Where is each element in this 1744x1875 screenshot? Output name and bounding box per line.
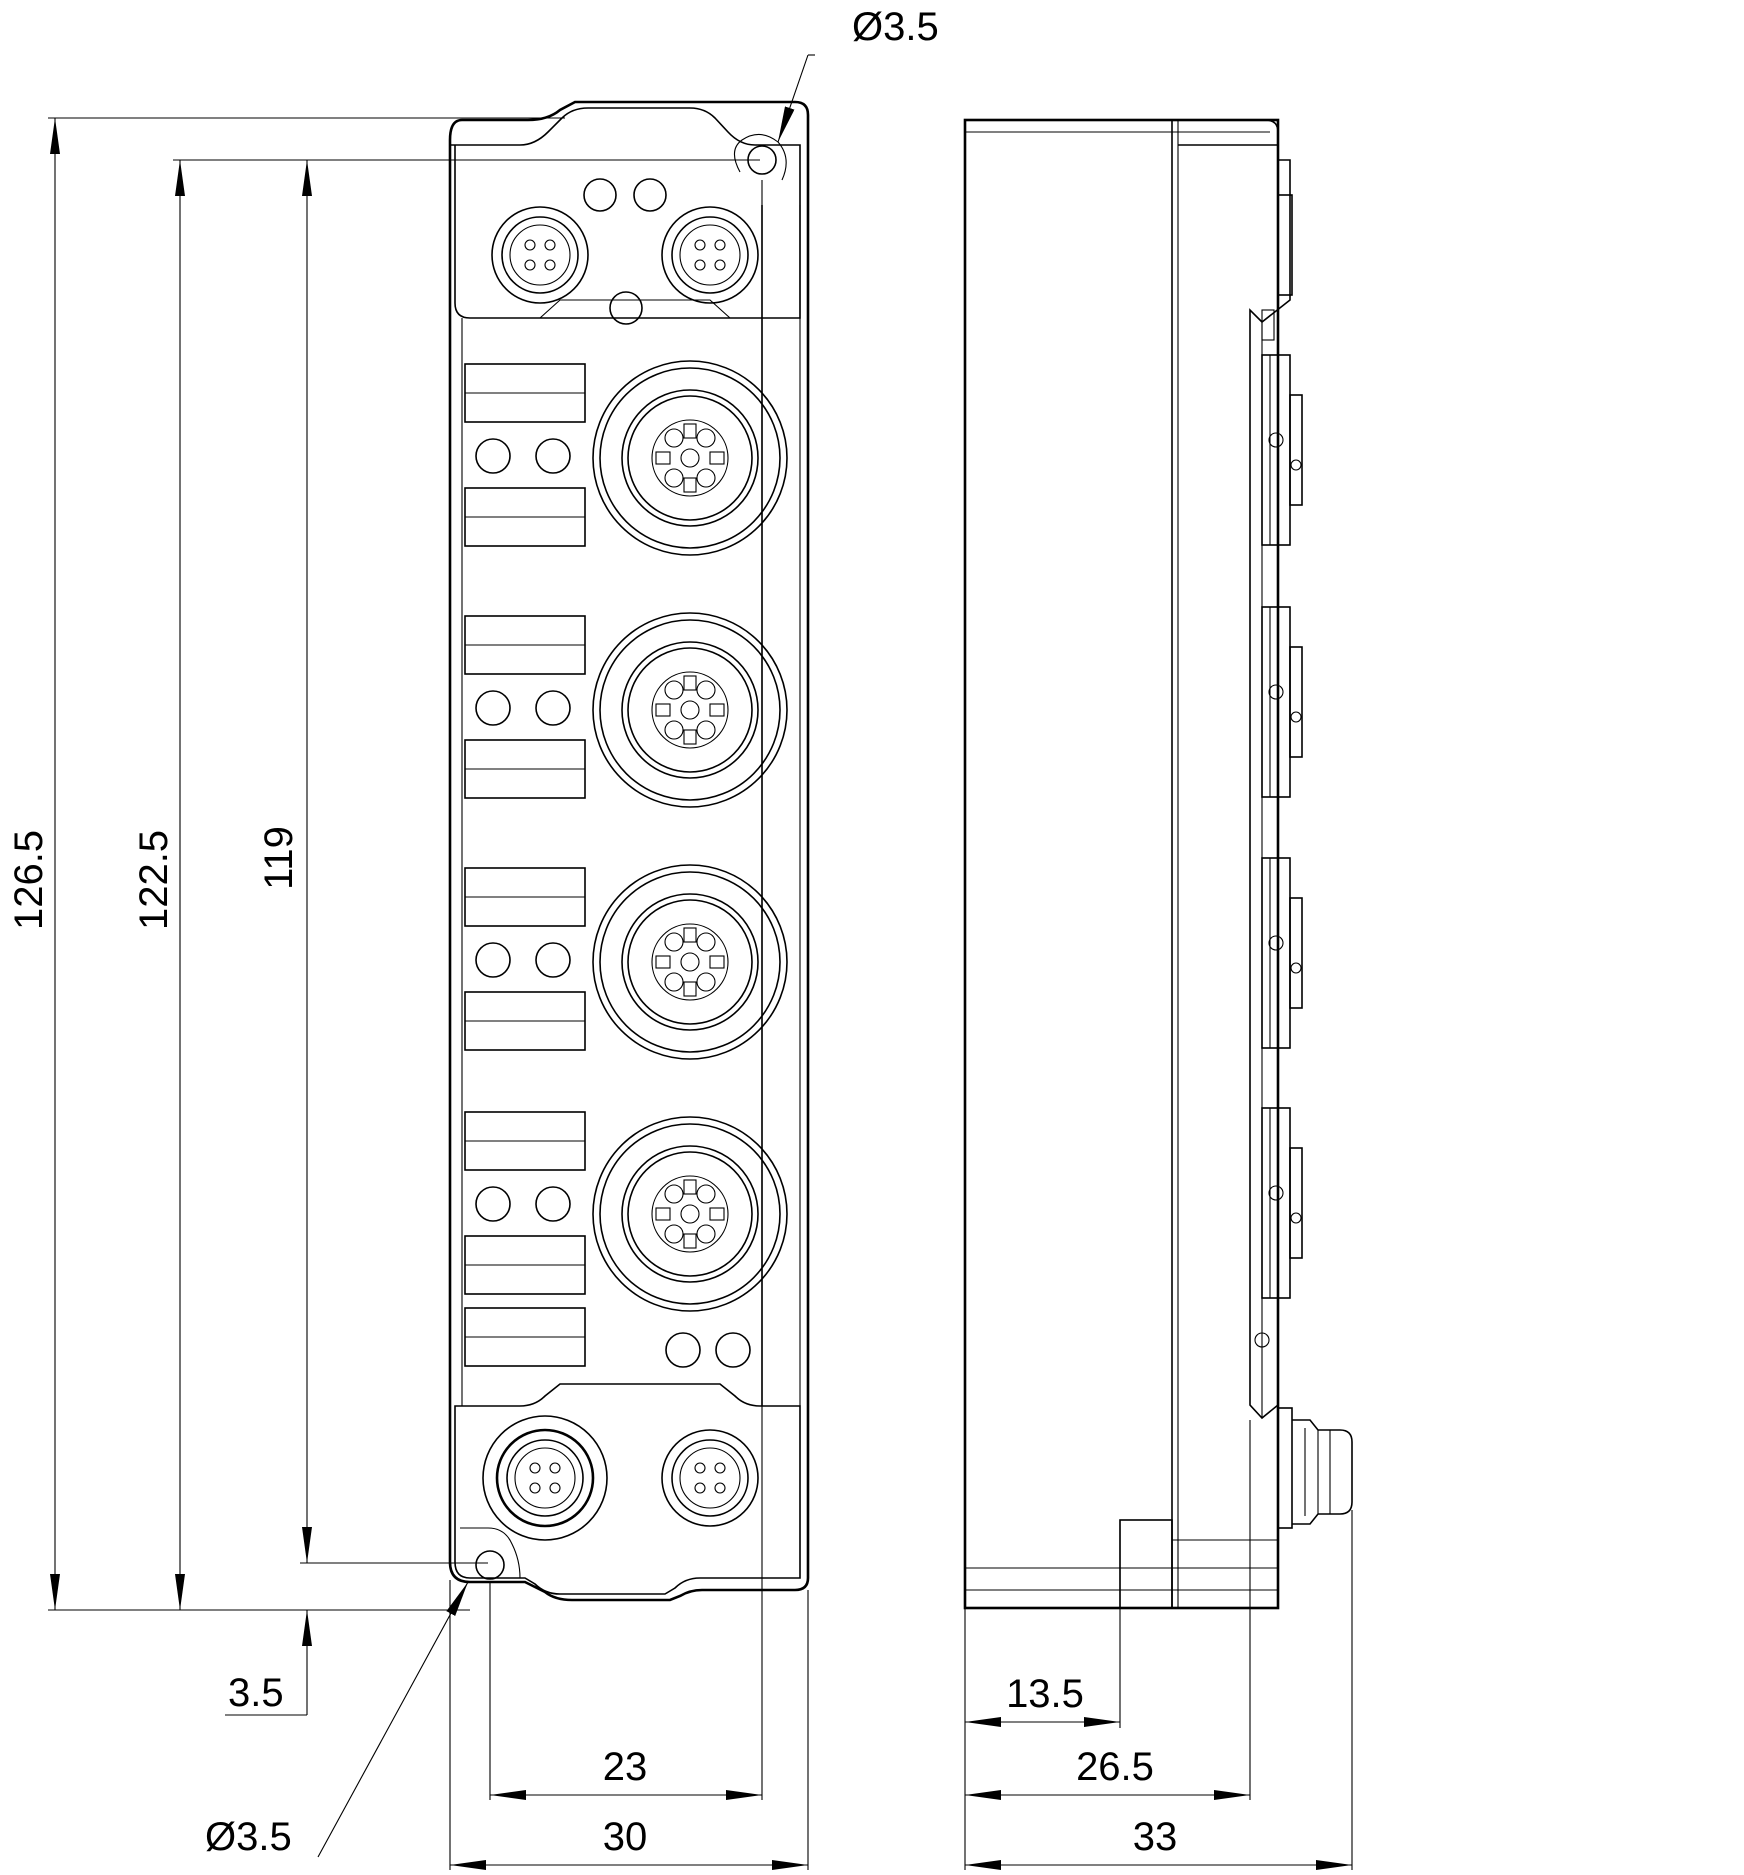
dim-height-holes: 122.5 xyxy=(132,830,176,930)
front-housing-outline xyxy=(448,100,810,1602)
bottom-cap xyxy=(454,1383,801,1595)
front-view xyxy=(448,100,810,1602)
dim-width-overall: 30 xyxy=(603,1815,648,1859)
dim-side-depth-b: 26.5 xyxy=(1076,1745,1154,1789)
dimension-lines xyxy=(48,54,1353,1870)
side-bottom-connector xyxy=(1277,1407,1353,1529)
dim-hole-top: Ø3.5 xyxy=(852,5,939,49)
dim-height-overall: 126.5 xyxy=(7,830,51,930)
dim-side-depth-c: 33 xyxy=(1133,1815,1178,1859)
dim-hole-bottom: Ø3.5 xyxy=(205,1815,292,1859)
side-housing-outline xyxy=(963,118,1280,1610)
dimension-labels: Ø3.5 126.5 122.5 119 3.5 Ø3.5 23 30 13.5… xyxy=(7,5,1177,1859)
mount-hole-bottom xyxy=(475,1550,505,1580)
dim-width-holes: 23 xyxy=(603,1745,648,1789)
dim-hole-offset: 3.5 xyxy=(228,1671,284,1715)
side-view xyxy=(963,118,1353,1610)
dim-height-body: 119 xyxy=(257,826,301,890)
dim-side-depth-a: 13.5 xyxy=(1006,1672,1084,1716)
top-cap xyxy=(450,107,801,319)
